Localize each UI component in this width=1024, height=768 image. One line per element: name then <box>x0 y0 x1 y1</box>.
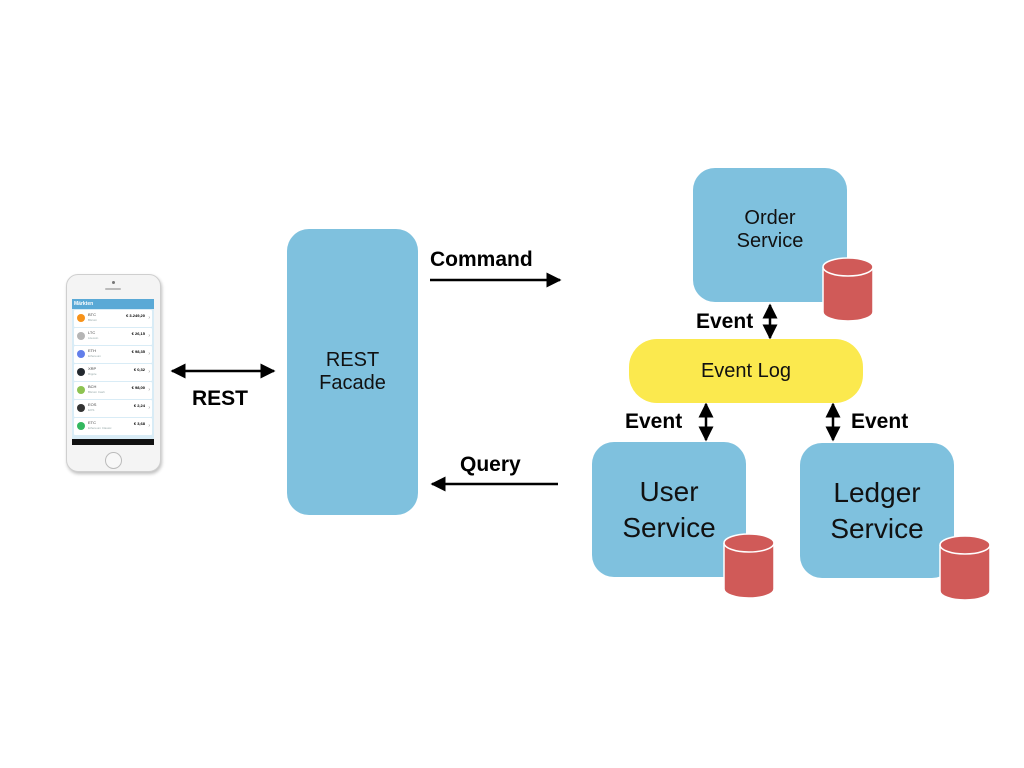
chevron-right-icon: › <box>148 423 150 429</box>
coin-price: € 3,68 <box>133 421 145 426</box>
coin-symbol: ETH <box>88 348 96 353</box>
coin-icon <box>77 404 85 412</box>
coin-name: Ripple <box>88 372 97 376</box>
user-database-icon <box>723 533 775 599</box>
coin-price: € 98,00 <box>131 385 145 390</box>
chevron-right-icon: › <box>148 315 150 321</box>
coin-price: € 2,24 <box>133 403 145 408</box>
rest-label: REST <box>192 387 249 410</box>
order-event-label: Event <box>696 310 754 333</box>
coin-symbol: XRP <box>88 366 97 371</box>
coin-symbol: EOS <box>88 402 97 407</box>
coin-symbol: BCH <box>88 384 97 389</box>
ledger-event-label: Event <box>851 410 909 433</box>
chevron-right-icon: › <box>148 351 150 357</box>
order-service-line1: Order <box>744 207 796 229</box>
event-log-node: Event Log <box>629 339 863 403</box>
chevron-right-icon: › <box>148 369 150 375</box>
coin-name: EOS <box>88 408 95 412</box>
coin-price: € 3.249,20 <box>126 313 145 318</box>
phone-speaker <box>105 288 121 290</box>
coin-price: € 26,15 <box>131 331 145 336</box>
order-service-line2: Service <box>736 230 804 252</box>
rest-facade-line2: Facade <box>319 372 386 394</box>
ledger-database-icon <box>939 535 991 601</box>
coin-symbol: LTC <box>88 330 96 335</box>
query-label: Query <box>460 453 521 476</box>
ledger-service-line1: Ledger <box>833 476 921 508</box>
coin-name: Bitcoin Cash <box>88 390 105 394</box>
phone-home-button <box>105 452 122 469</box>
rest-facade-line1: REST <box>325 349 380 371</box>
phone-screen-header: Märkten <box>72 299 154 309</box>
coin-icon <box>77 368 85 376</box>
coin-icon <box>77 386 85 394</box>
coin-icon <box>77 332 85 340</box>
phone-camera <box>112 281 115 284</box>
phone-screen-footer <box>72 439 154 445</box>
user-service-line1: User <box>639 475 699 507</box>
command-label: Command <box>430 248 533 271</box>
coin-name: Ethereum Classic <box>88 426 112 430</box>
coin-price: € 0,32 <box>133 367 145 372</box>
event-log-label: Event Log <box>700 359 792 382</box>
coin-icon <box>77 314 85 322</box>
chevron-right-icon: › <box>148 333 150 339</box>
user-event-label: Event <box>625 410 683 433</box>
coin-name: Litecoin <box>88 336 99 340</box>
coin-icon <box>77 422 85 430</box>
coin-icon <box>77 350 85 358</box>
coin-name: Ethereum <box>88 354 102 358</box>
coin-price: € 98,35 <box>131 349 145 354</box>
ledger-service-line2: Service <box>830 512 924 544</box>
chevron-right-icon: › <box>148 387 150 393</box>
chevron-right-icon: › <box>148 405 150 411</box>
coin-name: Bitcoin <box>88 318 98 322</box>
coin-symbol: ETC <box>88 420 96 425</box>
coin-symbol: BTC <box>88 312 96 317</box>
order-database-icon <box>822 257 874 322</box>
user-service-line2: Service <box>622 511 716 543</box>
